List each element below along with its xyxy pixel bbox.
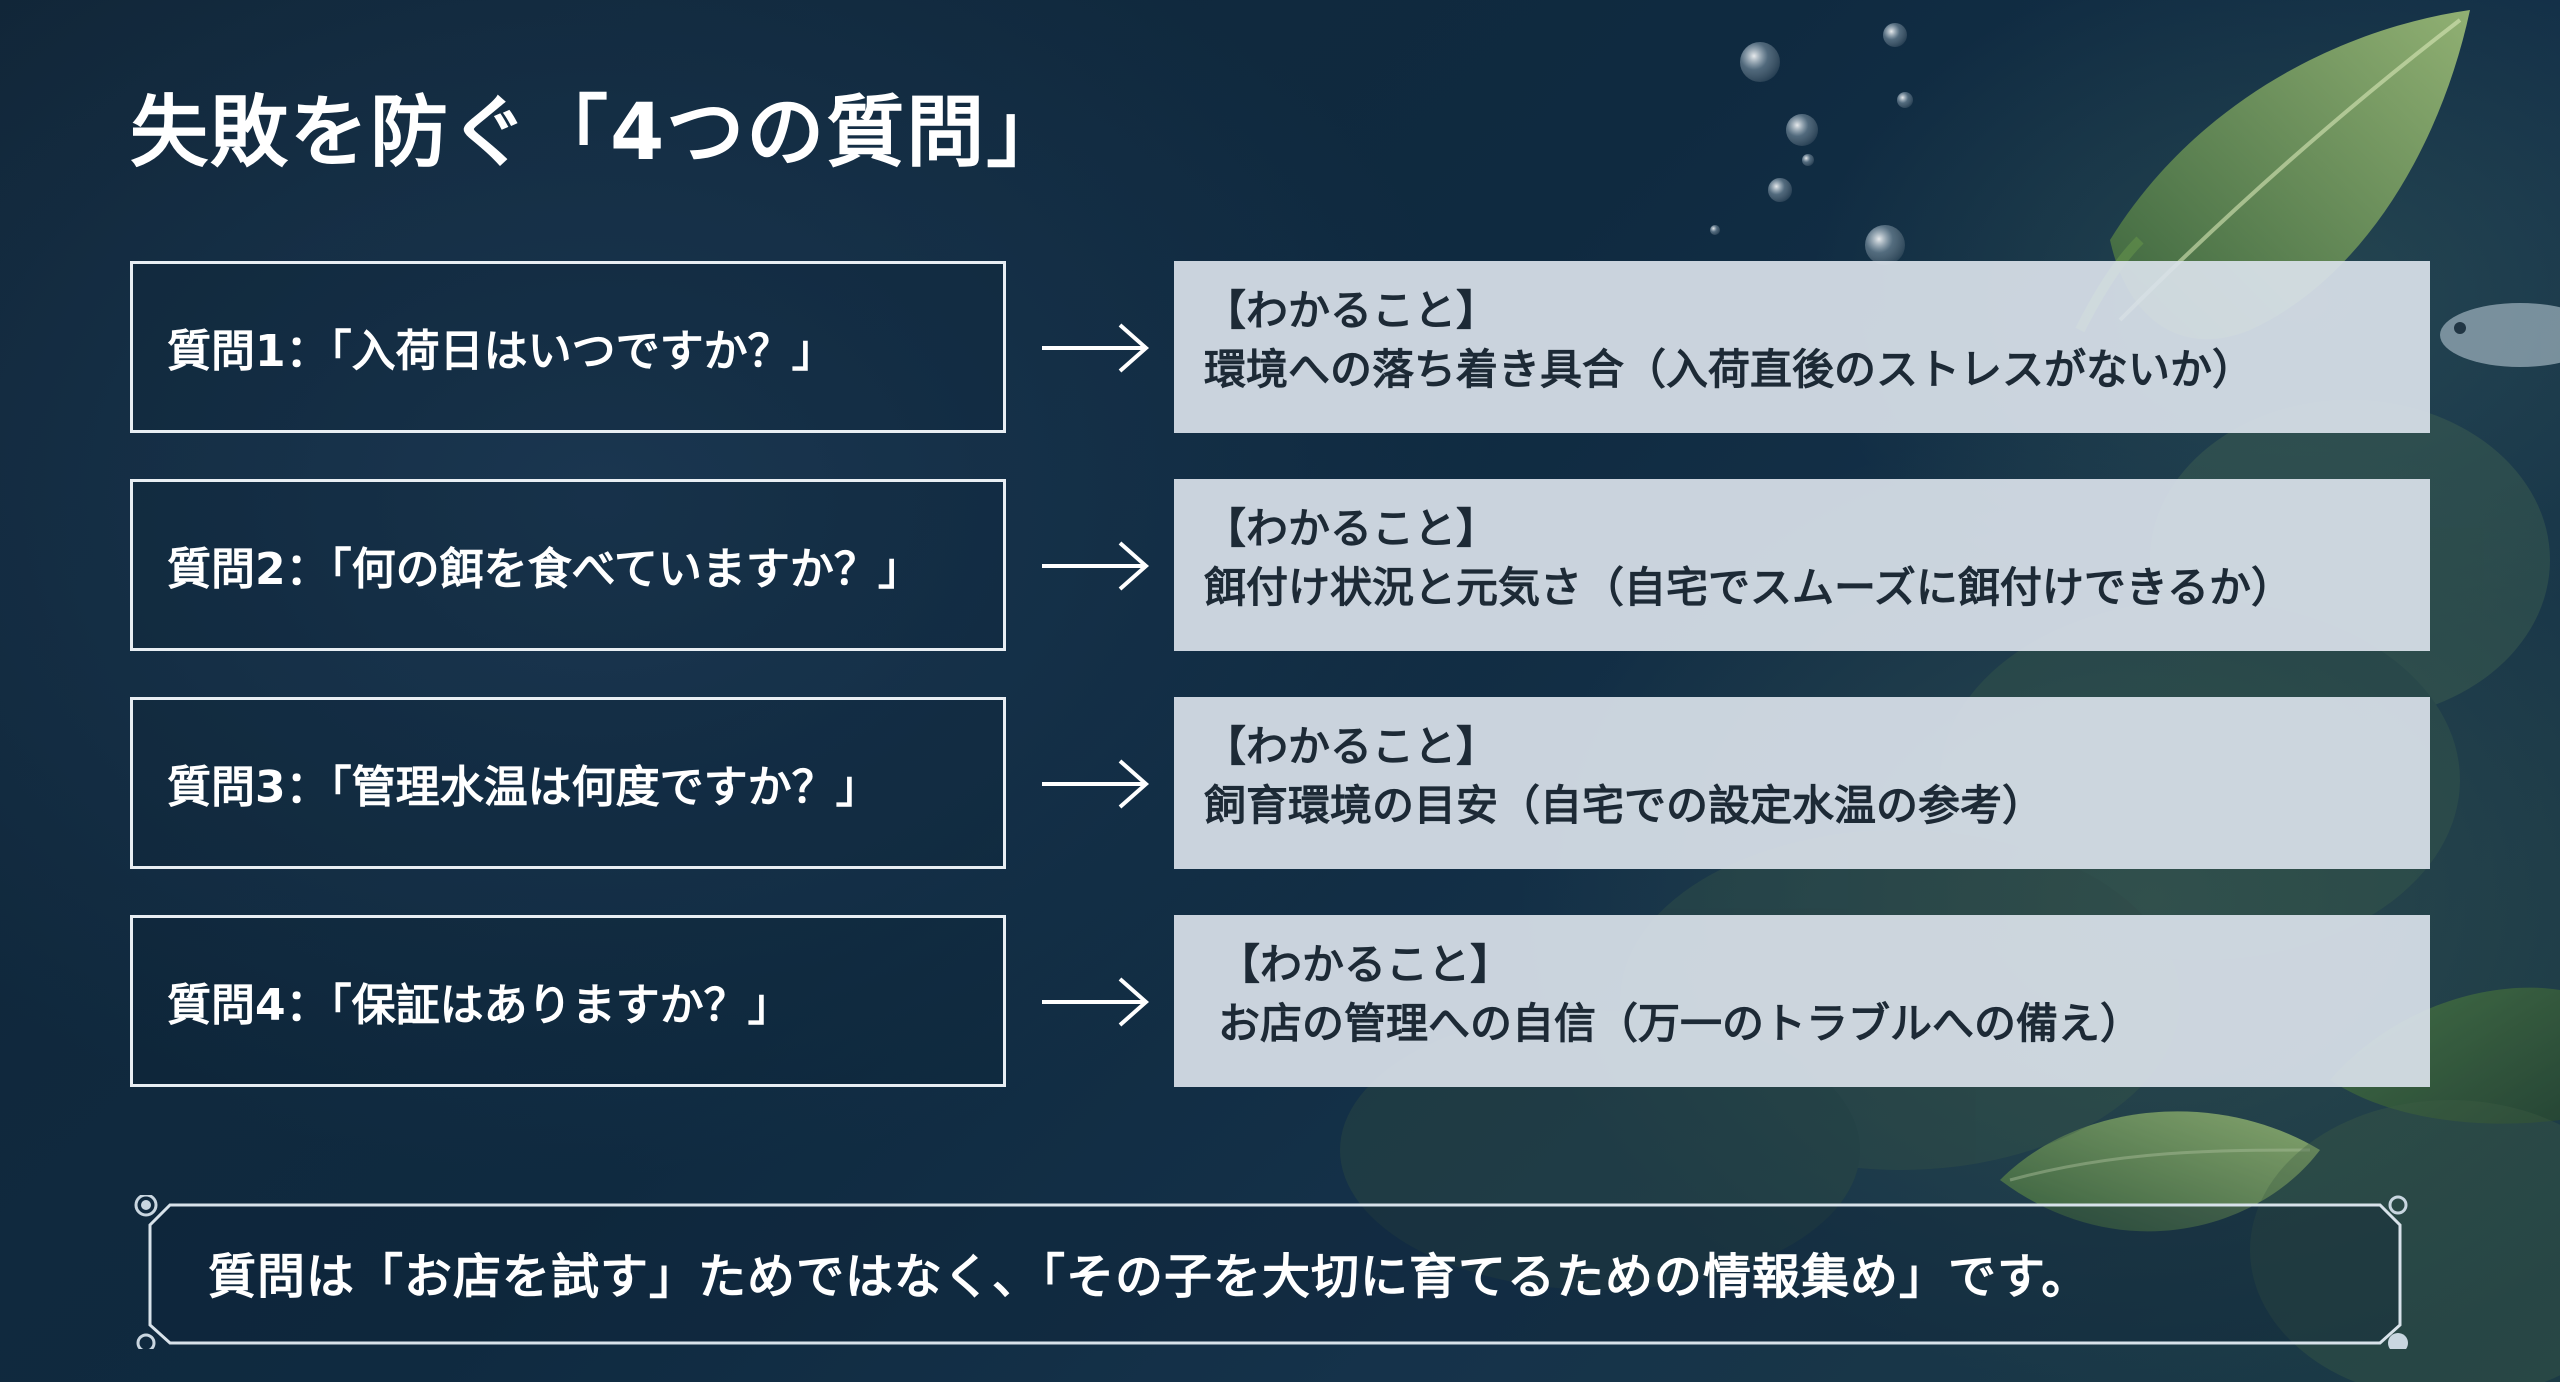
question-row: 質問3：「管理水温は何度ですか？」 【わかること】 飼育環境の目安（自宅での設定… — [130, 697, 2430, 875]
footer-frame-border — [134, 1195, 2408, 1349]
question-box: 質問4：「保証はありますか？」 — [130, 915, 1006, 1087]
answer-text: お店の管理への自信（万一のトラブルへの備え） — [1218, 999, 2143, 1048]
question-row: 質問1：「入荷日はいつですか？」 【わかること】 環境への落ち着き具合（入荷直後… — [130, 261, 2430, 439]
answer-heading: 【わかること】 — [1204, 504, 1499, 553]
answer-text: 環境への落ち着き具合（入荷直後のストレスがないか） — [1204, 345, 2255, 394]
question-row: 質問2：「何の餌を食べていますか？」 【わかること】 餌付け状況と元気さ（自宅で… — [130, 479, 2430, 657]
question-box: 質問1：「入荷日はいつですか？」 — [130, 261, 1006, 433]
question-box: 質問2：「何の餌を食べていますか？」 — [130, 479, 1006, 651]
answer-heading: 【わかること】 — [1204, 722, 1499, 771]
question-box: 質問3：「管理水温は何度ですか？」 — [130, 697, 1006, 869]
fish-icon — [2440, 303, 2560, 367]
footer-callout: 質問は「お店を試す」ためではなく、「その子を大切に育てるための情報集め」です。 — [130, 1195, 2412, 1349]
answer-box: 【わかること】 環境への落ち着き具合（入荷直後のストレスがないか） — [1174, 261, 2430, 433]
right-arrow-icon — [1042, 759, 1150, 809]
answer-box: 【わかること】 お店の管理への自信（万一のトラブルへの備え） — [1174, 915, 2430, 1087]
answer-box: 【わかること】 餌付け状況と元気さ（自宅でスムーズに餌付けできるか） — [1174, 479, 2430, 651]
right-arrow-icon — [1042, 323, 1150, 373]
answer-text: 餌付け状況と元気さ（自宅でスムーズに餌付けできるか） — [1204, 563, 2294, 612]
question-row: 質問4：「保証はありますか？」 【わかること】 お店の管理への自信（万一のトラブ… — [130, 915, 2430, 1093]
answer-box: 【わかること】 飼育環境の目安（自宅での設定水温の参考） — [1174, 697, 2430, 869]
right-arrow-icon — [1042, 977, 1150, 1027]
answer-text: 飼育環境の目安（自宅での設定水温の参考） — [1204, 781, 2045, 830]
footer-message: 質問は「お店を試す」ためではなく、「その子を大切に育てるための情報集め」です。 — [208, 1249, 2091, 1305]
answer-heading: 【わかること】 — [1218, 940, 1513, 989]
page-title: 失敗を防ぐ「4つの質問」 — [130, 88, 1067, 178]
right-arrow-icon — [1042, 541, 1150, 591]
answer-heading: 【わかること】 — [1204, 286, 1499, 335]
bubble-icon — [1710, 23, 1913, 265]
